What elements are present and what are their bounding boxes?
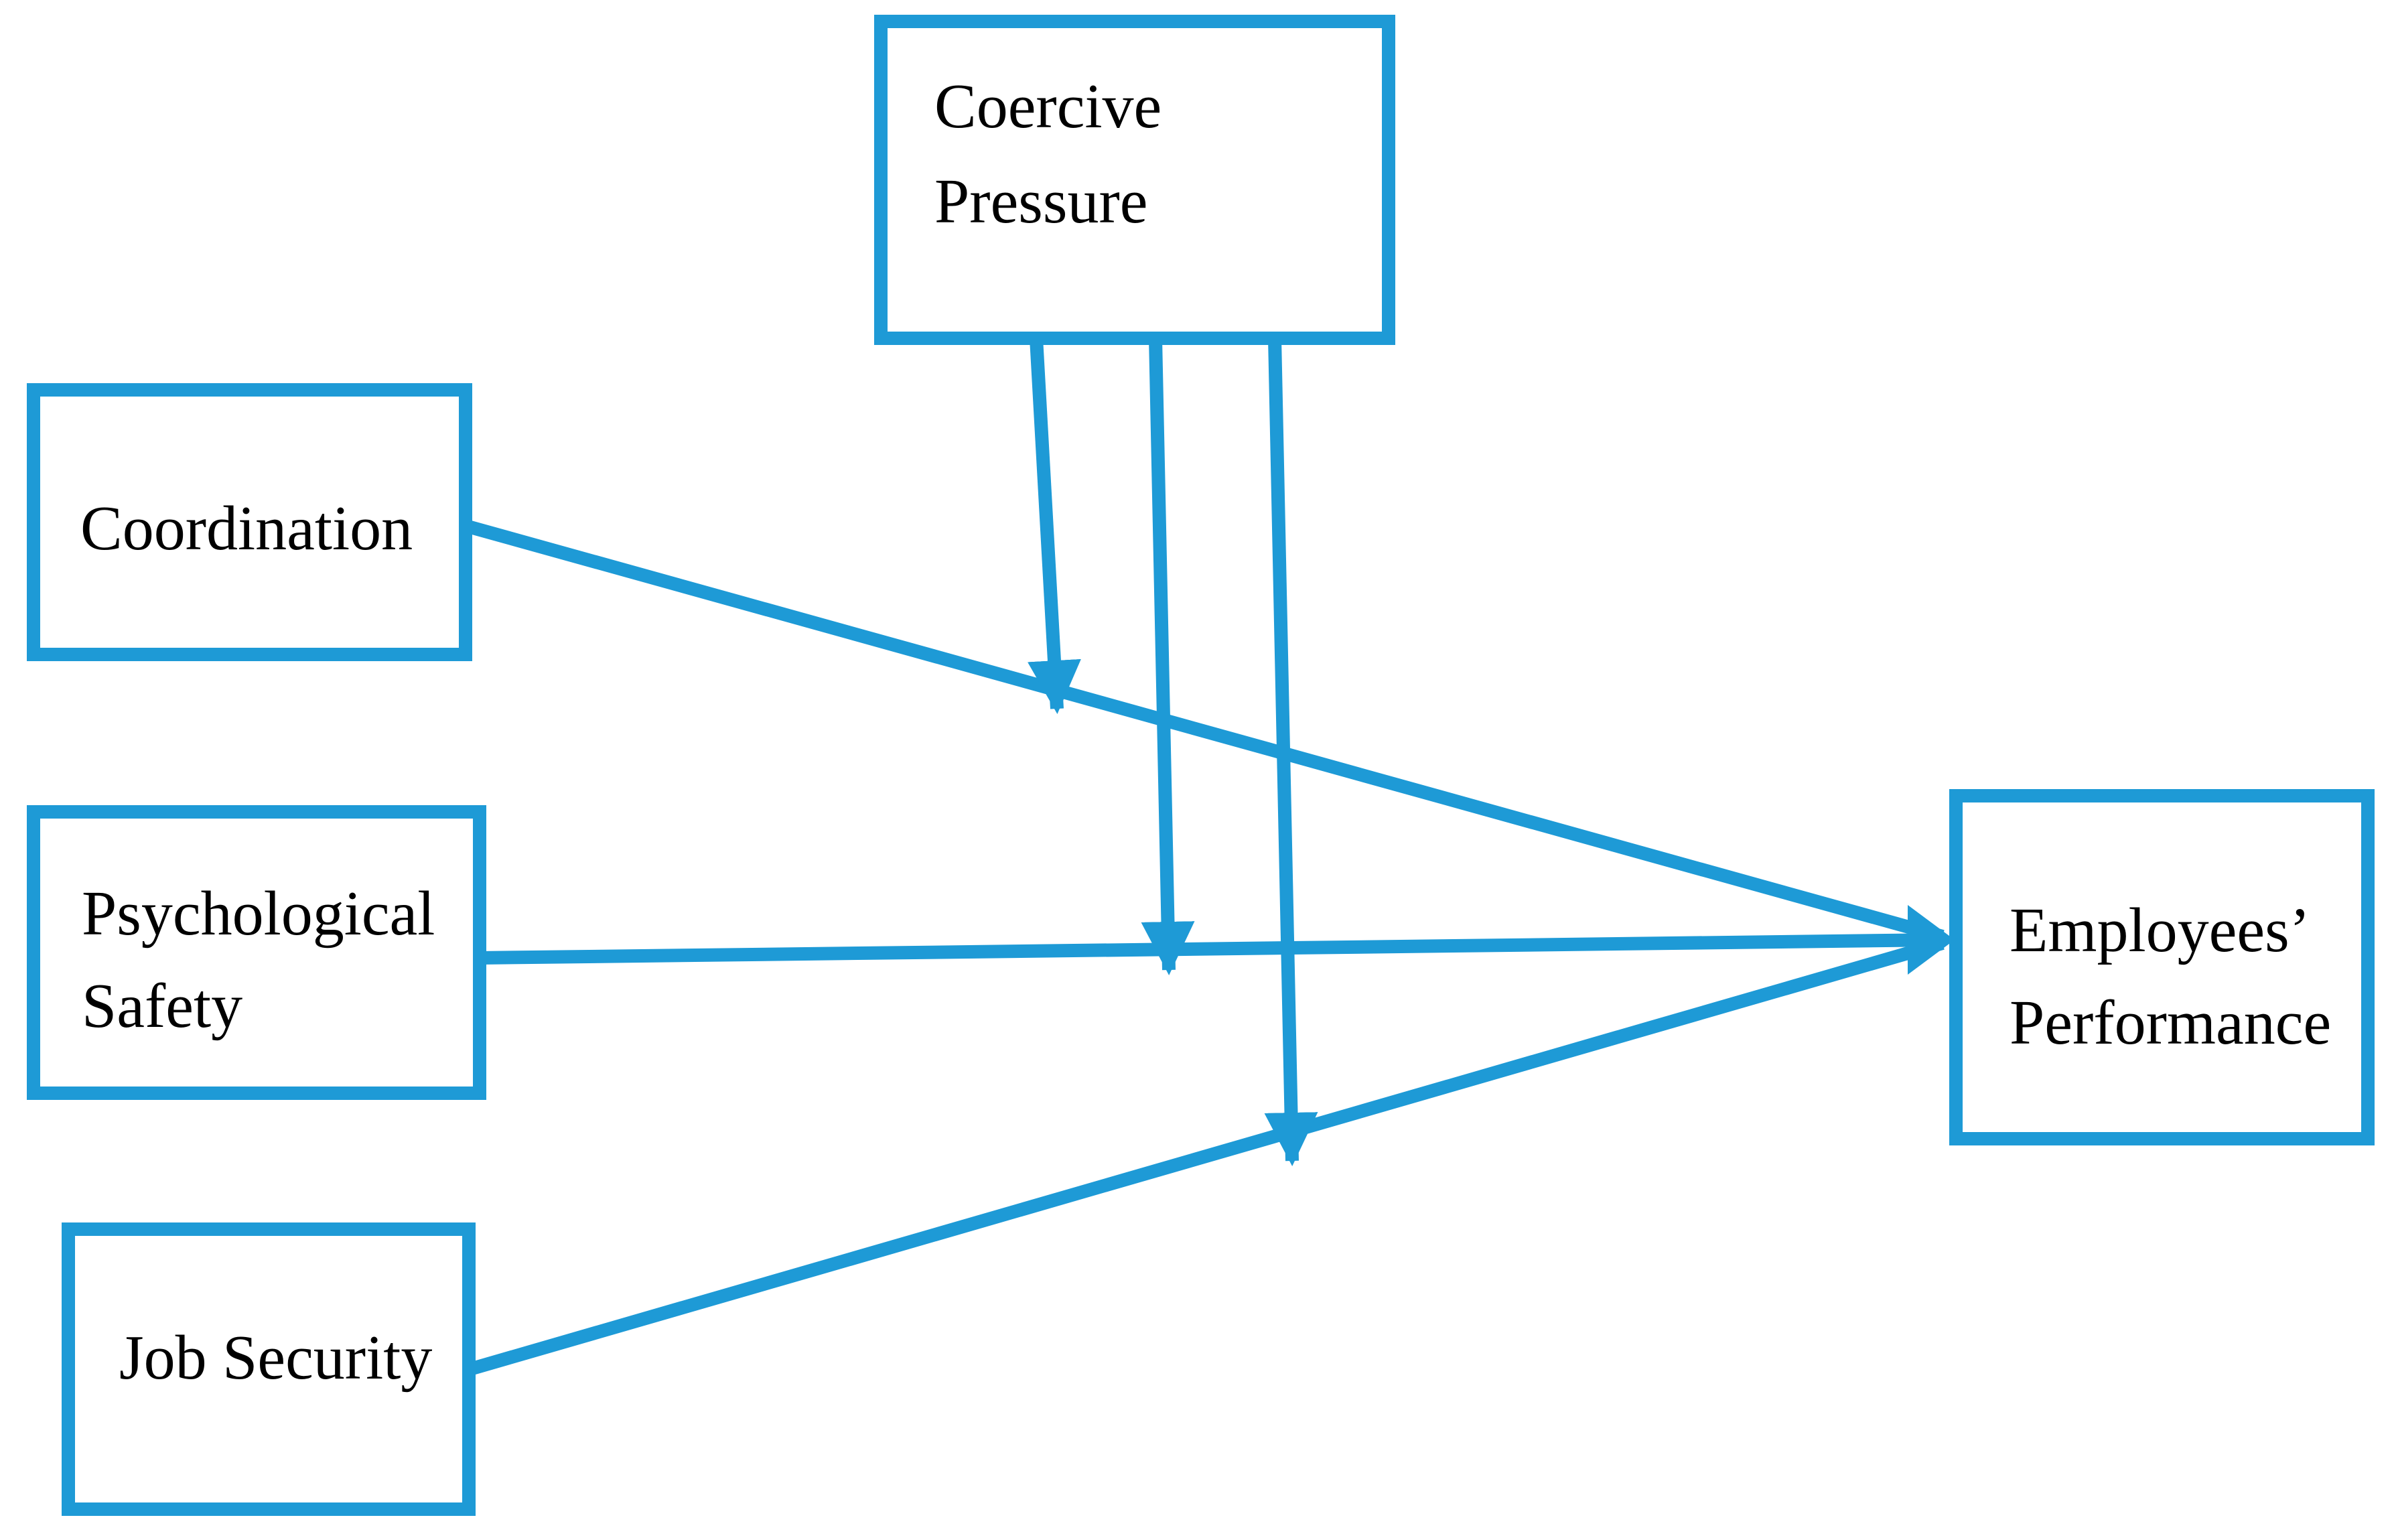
- employees-performance-box: [1949, 789, 2375, 1145]
- job-security-label: Job Security: [119, 1323, 432, 1393]
- edge-psychological-safety-to-performance: [479, 933, 1943, 965]
- moderation-arrow-on-psychological-safety-path: [1141, 338, 1195, 975]
- coordination-box: [27, 383, 472, 661]
- job-security-box: [62, 1222, 476, 1516]
- psychological-safety-label-line2: Safety: [82, 971, 242, 1041]
- converging-arrowhead-icon: [1908, 905, 1955, 975]
- coordination-label: Coordination: [80, 494, 413, 563]
- coercive-pressure-label-line1: Coercive: [934, 72, 1162, 141]
- employees-performance-label-line2: Performance: [2010, 988, 2331, 1058]
- edge-job-security-to-performance: [466, 936, 1945, 1377]
- moderation-arrow-on-job-security-path: [1264, 338, 1318, 1166]
- psychological-safety-box: [27, 805, 486, 1100]
- coercive-pressure-label-line2: Pressure: [934, 167, 1148, 236]
- node-employees-performance: Employees’ Performance: [1949, 789, 2375, 1145]
- edge-coordination-to-performance: [464, 519, 1945, 943]
- coercive-pressure-box: [874, 15, 1395, 345]
- employees-performance-label-line1: Employees’: [2010, 896, 2310, 965]
- node-coordination: Coordination: [27, 383, 472, 661]
- moderation-arrow-on-coordination-path: [1028, 338, 1081, 714]
- node-job-security: Job Security: [62, 1222, 476, 1516]
- node-coercive-pressure: Coercive Pressure: [874, 15, 1395, 345]
- node-psychological-safety: Psychological Safety: [27, 805, 486, 1100]
- psychological-safety-label-line1: Psychological: [82, 879, 435, 949]
